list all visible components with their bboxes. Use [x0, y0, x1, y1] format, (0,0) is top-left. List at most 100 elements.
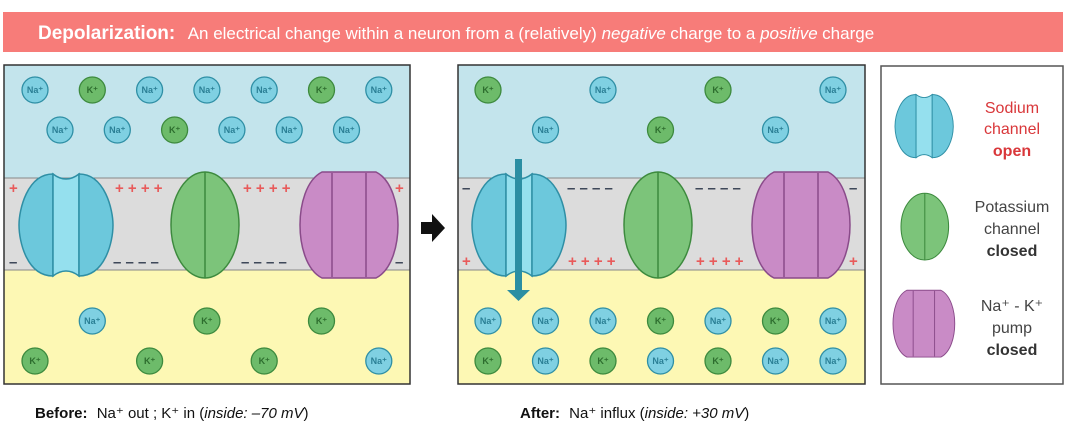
legend-potassium-line1: Potassium: [975, 199, 1050, 216]
sodium-ion-label: Na⁺: [141, 85, 158, 95]
potassium-ion-label: K⁺: [712, 85, 723, 95]
potassium-ion-label: K⁺: [655, 125, 666, 135]
charge: –: [462, 180, 470, 197]
potassium-ion: [78, 76, 106, 104]
potassium-ion-label: K⁺: [169, 125, 180, 135]
charge: + + + +: [568, 253, 616, 270]
sodium-ion-label: Na⁺: [224, 125, 241, 135]
charge: –: [9, 254, 17, 271]
before-top-charges: + + + + + + + + + +: [9, 180, 404, 197]
header-text-end: charge: [822, 24, 874, 43]
sodium-ion-label: Na⁺: [371, 85, 388, 95]
legend-sodium-channel-icon: [894, 94, 954, 159]
sodium-ion: [103, 116, 131, 144]
potassium-ion-label: K⁺: [29, 356, 40, 366]
potassium-channel: [623, 171, 693, 279]
legend-potassium-line2: channel: [984, 221, 1040, 238]
charge: –: [395, 254, 403, 271]
legend-potassium-state: closed: [987, 243, 1038, 260]
sodium-ion-label: Na⁺: [537, 356, 554, 366]
sodium-ion: [193, 76, 221, 104]
sodium-ion: [819, 307, 847, 335]
charge: +: [849, 253, 858, 270]
before-caption-end: ): [303, 405, 308, 422]
after-caption-voltage: inside: +30 mV: [645, 405, 747, 422]
sodium-ion-label: Na⁺: [710, 316, 727, 326]
charge: +: [462, 253, 471, 270]
legend-sodium-line1: Sodium: [985, 100, 1039, 117]
sodium-ion: [819, 76, 847, 104]
transition-arrow-icon: [421, 214, 445, 242]
legend: Sodium channel open Potassium channel cl…: [880, 65, 1064, 385]
sodium-ion: [365, 347, 393, 375]
potassium-ion: [307, 76, 336, 104]
legend-sodium-state: open: [993, 143, 1031, 160]
potassium-ion-label: K⁺: [712, 356, 723, 366]
potassium-ion: [704, 76, 732, 104]
sodium-ion-label: Na⁺: [825, 85, 842, 95]
legend-pump-state: closed: [987, 342, 1038, 359]
sodium-ion-label: Na⁺: [537, 316, 554, 326]
sodium-potassium-pump: [299, 171, 399, 279]
before-panel: + + + + + + + + + + – – – – – – – – – – …: [3, 64, 411, 385]
sodium-ion-label: Na⁺: [84, 316, 101, 326]
potassium-ion-label: K⁺: [482, 356, 493, 366]
sodium-ion-label: Na⁺: [256, 85, 273, 95]
potassium-ion-label: K⁺: [201, 316, 212, 326]
after-caption-label: After:: [520, 405, 560, 422]
potassium-ion: [250, 347, 278, 375]
sodium-ion-label: Na⁺: [537, 125, 554, 135]
potassium-ion: [160, 116, 189, 144]
potassium-ion: [646, 307, 675, 335]
sodium-ion: [589, 76, 617, 104]
potassium-ion: [21, 347, 49, 375]
sodium-ion: [761, 116, 790, 144]
before-caption: Before: Na⁺ out ; K⁺ in (inside: –70 mV): [35, 405, 308, 422]
potassium-ion-label: K⁺: [655, 316, 666, 326]
before-caption-label: Before:: [35, 405, 88, 422]
sodium-potassium-pump: [751, 171, 851, 279]
after-panel: – – – – – – – – – – + + + + + + + + + + …: [457, 64, 866, 385]
sodium-channel: [18, 173, 114, 277]
potassium-ion: [135, 347, 164, 375]
potassium-ion-label: K⁺: [316, 85, 327, 95]
before-caption-text: Na⁺ out ; K⁺ in (: [97, 405, 205, 422]
sodium-ion: [531, 347, 560, 375]
header-negative: negative: [602, 24, 666, 43]
potassium-ion-label: K⁺: [87, 85, 98, 95]
header-definition: Depolarization: An electrical change wit…: [38, 23, 874, 44]
legend-pump-line2: pump: [992, 320, 1032, 337]
potassium-ion: [474, 347, 502, 375]
header-term: Depolarization:: [38, 23, 175, 44]
legend-potassium-channel-icon: [900, 192, 950, 261]
after-caption-text: Na⁺ influx (: [569, 405, 644, 422]
charge: +: [395, 180, 404, 197]
header-text-mid: charge to a: [670, 24, 760, 43]
sodium-ion-label: Na⁺: [767, 125, 784, 135]
legend-sodium-line2: channel: [984, 121, 1040, 138]
sodium-ion: [646, 347, 675, 375]
sodium-ion: [531, 307, 560, 335]
potassium-ion: [589, 347, 617, 375]
legend-pump-icon: [892, 289, 956, 358]
sodium-ion: [474, 307, 502, 335]
potassium-ion: [474, 76, 502, 104]
header-text: An electrical change within a neuron fro…: [188, 24, 602, 43]
sodium-ion: [531, 116, 560, 144]
sodium-ion: [78, 307, 106, 335]
sodium-ion-label: Na⁺: [825, 356, 842, 366]
after-top-charges: – – – – – – – – – –: [462, 180, 857, 197]
after-caption: After: Na⁺ influx (inside: +30 mV): [520, 405, 749, 422]
charge: – – – –: [113, 254, 159, 271]
charge: + + + +: [243, 180, 291, 197]
charge: + + + +: [696, 253, 744, 270]
sodium-ion: [250, 76, 278, 104]
potassium-ion-label: K⁺: [597, 356, 608, 366]
header-positive: positive: [759, 24, 818, 43]
potassium-ion-label: K⁺: [770, 316, 781, 326]
sodium-ion-label: Na⁺: [281, 125, 298, 135]
sodium-ion-label: Na⁺: [825, 316, 842, 326]
sodium-ion-label: Na⁺: [767, 356, 784, 366]
before-ions: Na⁺K⁺Na⁺Na⁺Na⁺K⁺Na⁺Na⁺Na⁺K⁺Na⁺Na⁺Na⁺Na⁺K…: [21, 76, 393, 375]
after-bottom-charges: + + + + + + + + + +: [462, 253, 858, 270]
